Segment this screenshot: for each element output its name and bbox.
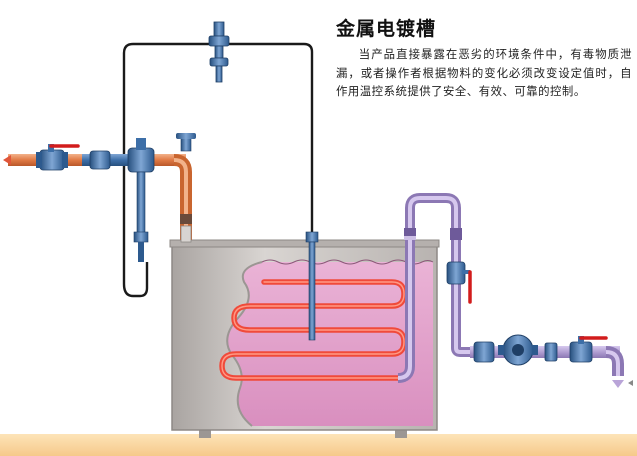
return-ball-valve xyxy=(446,261,472,304)
temperature-regulator-valve xyxy=(127,138,155,262)
inlet-arrow-icon xyxy=(3,155,11,165)
outlet-ball-valve xyxy=(569,336,608,363)
plating-tank xyxy=(169,239,440,438)
inlet-ball-valve xyxy=(36,144,80,171)
strainer xyxy=(89,150,111,170)
capillary-tube xyxy=(122,42,314,298)
steam-trap xyxy=(498,334,538,366)
diagram-description: 当产品直接暴露在恶劣的环境条件中，有毒物质泄漏，或者操作者根据物料的变化必须改变… xyxy=(336,47,632,99)
thermostat-head-icon xyxy=(208,21,230,83)
diagram-title: 金属电镀槽 xyxy=(336,18,437,40)
plating-solution xyxy=(227,262,433,426)
temperature-sensor-probe xyxy=(305,231,319,341)
floor xyxy=(0,434,637,456)
outlet-union xyxy=(544,342,558,362)
outlet-strainer xyxy=(473,341,495,363)
outlet-arrow-icon xyxy=(612,380,633,388)
